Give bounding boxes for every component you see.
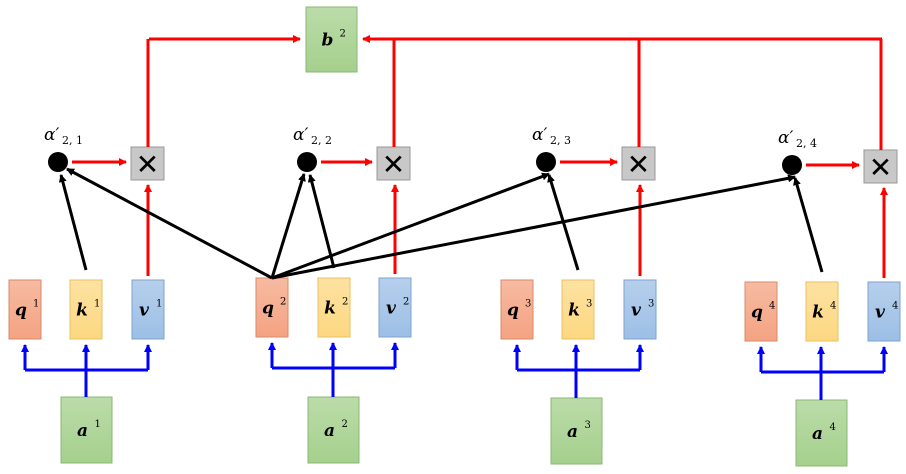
input-box-1-superscript: 1	[95, 419, 101, 430]
value-box-3-label: v	[631, 301, 642, 321]
attention-score-dot-3	[536, 152, 556, 172]
multiply-icon: ✕	[869, 151, 892, 184]
multiply-icon: ✕	[382, 148, 405, 181]
input-box-2-label: a	[324, 421, 335, 441]
query2-to-score-arrow-3	[271, 172, 550, 280]
alpha-subscript: 2, 2	[311, 134, 332, 147]
alpha-subscript: 2, 3	[550, 134, 571, 147]
query-box-3-label: q	[507, 301, 519, 321]
query-box-4-superscript: 4	[769, 301, 775, 312]
alpha-label-4: α′2, 4	[778, 128, 817, 150]
key-to-score-arrow-4	[793, 177, 824, 273]
query2-to-score-arrow-2	[270, 173, 306, 279]
query2-to-score-arrow-4	[271, 174, 796, 280]
query-box-1-label: q	[15, 301, 27, 321]
alpha-symbol: α′	[532, 125, 547, 145]
alpha-subscript: 2, 1	[62, 134, 83, 147]
query-box-2-superscript: 2	[280, 297, 286, 308]
alpha-symbol: α′	[44, 125, 59, 145]
key-box-4-superscript: 4	[830, 301, 836, 312]
value-box-2-label: v	[386, 299, 397, 319]
input-box-4-label: a	[812, 424, 823, 444]
key-box-1-superscript: 1	[94, 299, 100, 310]
value-box-4-superscript: 4	[892, 301, 898, 312]
alpha-symbol: α′	[778, 128, 793, 148]
value-box-1-label: v	[139, 301, 150, 321]
multiply-box-4: ✕	[863, 149, 898, 184]
key-box-3-superscript: 3	[586, 299, 592, 310]
key-box-2-label: k	[324, 299, 336, 319]
query-box-3-superscript: 3	[525, 299, 531, 310]
input-box-2-superscript: 2	[342, 419, 348, 430]
output-b2-superscript: 2	[340, 29, 346, 40]
alpha-label-3: α′2, 3	[532, 125, 571, 147]
key-box-4-label: k	[812, 303, 824, 323]
attention-score-dot-2	[297, 152, 317, 172]
multiply-box-1: ✕	[130, 146, 165, 181]
input-box-4-superscript: 4	[830, 422, 836, 433]
value-box-2-superscript: 2	[403, 297, 409, 308]
key-box-3-label: k	[568, 301, 580, 321]
attention-score-dot-4	[782, 155, 802, 175]
multiply-box-2: ✕	[376, 146, 411, 181]
input-box-3-superscript: 3	[585, 420, 591, 431]
query-box-4-label: q	[751, 303, 763, 323]
key-to-score-arrow-2	[307, 174, 336, 269]
input-box-1-label: a	[77, 421, 88, 441]
query-box-1-superscript: 1	[33, 299, 39, 310]
query2-to-score-arrow-1	[66, 167, 273, 280]
value-box-3-superscript: 3	[648, 299, 654, 310]
key-box-1-label: k	[76, 301, 88, 321]
value-box-1-superscript: 1	[156, 299, 162, 310]
alpha-label-1: α′2, 1	[44, 125, 83, 147]
multiply-icon: ✕	[136, 148, 159, 181]
output-b2-label: b	[322, 31, 334, 51]
key-to-score-arrow-1	[58, 174, 88, 271]
attention-score-dot-1	[48, 152, 68, 172]
alpha-subscript: 2, 4	[796, 137, 817, 150]
input-box-3-label: a	[567, 422, 578, 442]
key-box-2-superscript: 2	[342, 297, 348, 308]
value-box-4-label: v	[875, 303, 886, 323]
alpha-label-2: α′2, 2	[293, 125, 332, 147]
alpha-symbol: α′	[293, 125, 308, 145]
multiply-box-3: ✕	[621, 146, 656, 181]
query-box-2-label: q	[262, 299, 274, 319]
multiply-icon: ✕	[627, 148, 650, 181]
